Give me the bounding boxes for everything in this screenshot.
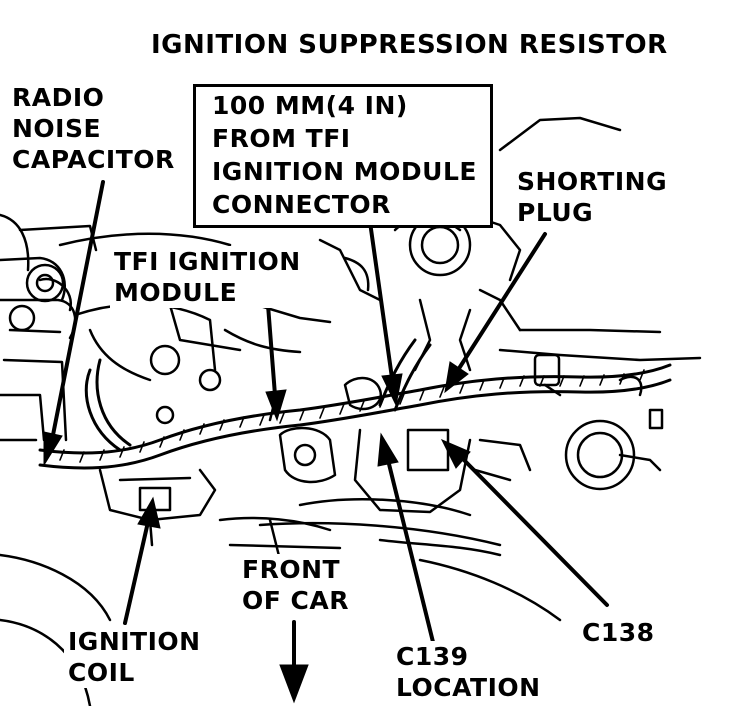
label-radio-noise-capacitor: RADIO NOISE CAPACITOR xyxy=(12,83,175,174)
connector-c139-area xyxy=(258,428,562,622)
wiring-harness xyxy=(38,338,672,470)
label-tfi-ignition-module: TFI IGNITION MODULE xyxy=(110,246,305,308)
label-tfi-connector-note: 100 MM(4 IN) FROM TFI IGNITION MODULE CO… xyxy=(193,84,493,228)
front-grille xyxy=(218,516,342,562)
tfi-module xyxy=(268,398,337,484)
label-ignition-suppression-resistor: IGNITION SUPPRESSION RESISTOR xyxy=(151,30,668,60)
label-shorting-plug: SHORTING PLUG xyxy=(513,166,672,228)
label-c138: C138 xyxy=(578,617,659,648)
label-ignition-coil: IGNITION COIL xyxy=(64,626,205,688)
intake-tubes xyxy=(0,213,98,442)
label-front-of-car: FRONT OF CAR xyxy=(238,554,353,616)
label-c139-location: C139 LOCATION xyxy=(392,641,545,703)
leader-arrows xyxy=(43,180,609,704)
